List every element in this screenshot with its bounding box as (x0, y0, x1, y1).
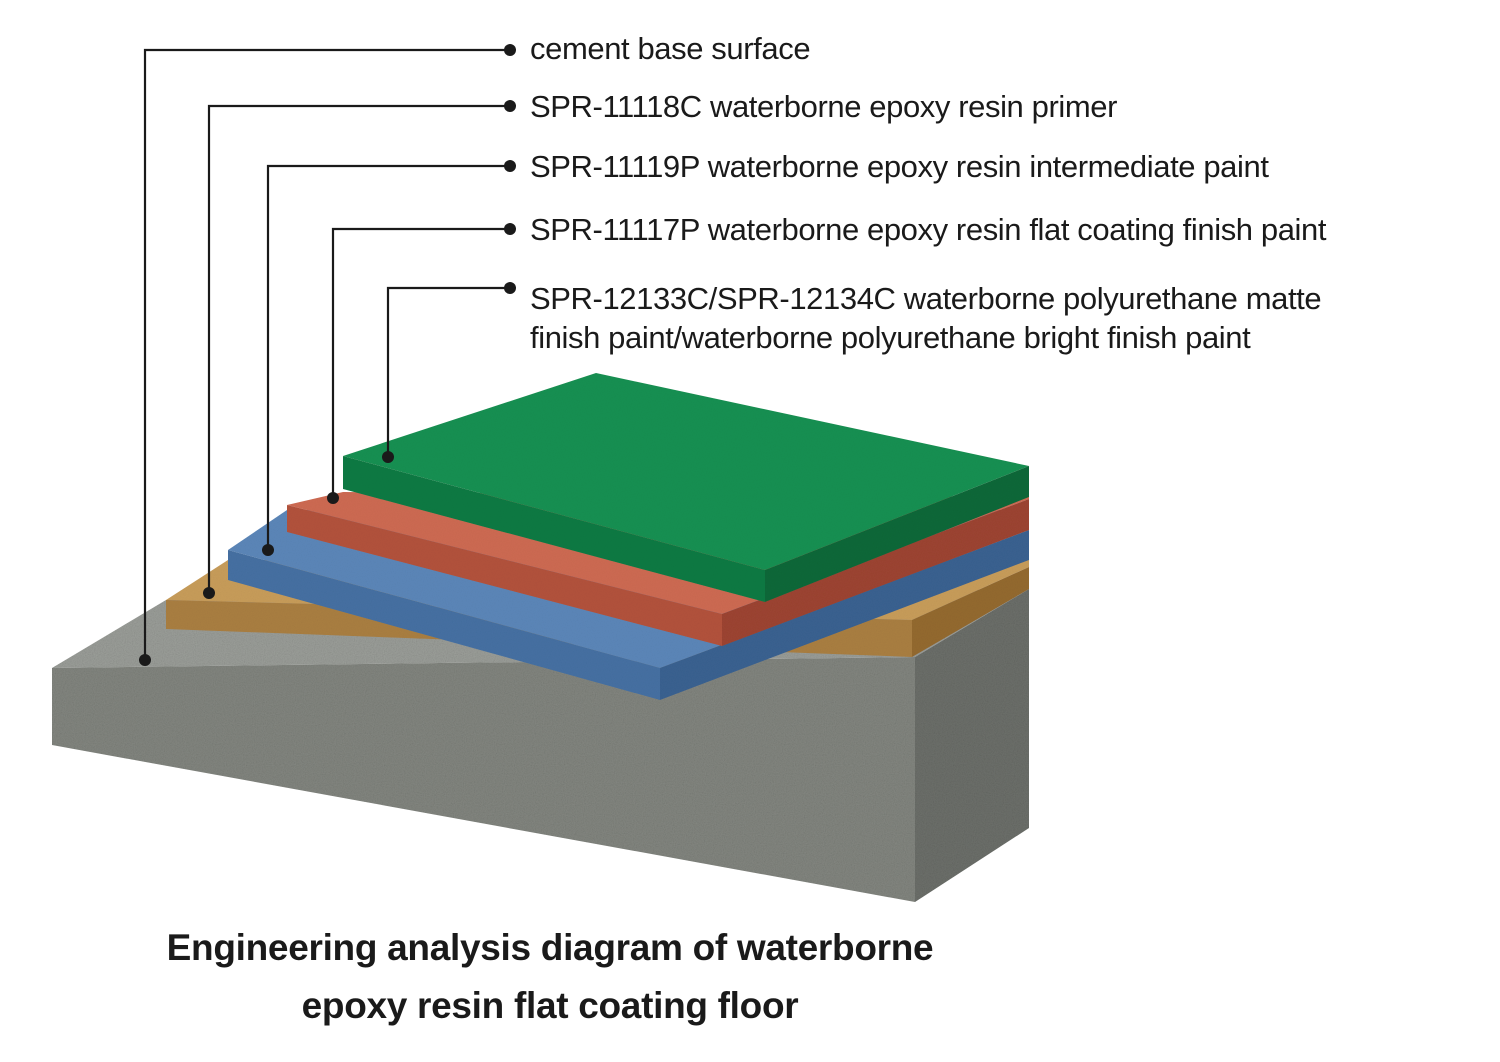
intermediate-side-face (660, 530, 1029, 700)
label-cement-base: cement base surface (530, 31, 811, 66)
leader-dot-primer-layer (203, 587, 215, 599)
leader-line-primer (207, 104, 510, 593)
diagram-title-line-2: epoxy resin flat coating floor (301, 985, 799, 1026)
concrete-side-face (915, 589, 1029, 902)
leader-dot-polyurethane-layer (382, 451, 394, 463)
polyurethane-side-face (765, 466, 1029, 602)
leader-line-polyurethane (386, 286, 510, 457)
leader-dot-finish-layer (327, 492, 339, 504)
label-intermediate-paint: SPR-11119P waterborne epoxy resin interm… (530, 149, 1269, 184)
leader-dot-finish-label (504, 223, 516, 235)
label-polyurethane-line-1: SPR-12133C/SPR-12134C waterborne polyure… (530, 281, 1322, 316)
concrete-front-face (52, 657, 915, 902)
leader-dot-intermediate-layer (262, 544, 274, 556)
leader-line-cement (143, 48, 510, 660)
leader-dot-cement-label (504, 44, 516, 56)
leader-line-finish (331, 227, 510, 498)
leader-dot-primer-label (504, 100, 516, 112)
leader-dot-cement-layer (139, 654, 151, 666)
diagram-title-line-1: Engineering analysis diagram of waterbor… (166, 927, 934, 968)
finish-side-face (722, 499, 1029, 646)
primer-side-face (912, 567, 1029, 657)
leader-dot-intermediate-label (504, 160, 516, 172)
polyurethane-top-face (343, 373, 1029, 570)
polyurethane-front-face (343, 456, 765, 602)
label-flat-finish-paint: SPR-11117P waterborne epoxy resin flat c… (530, 212, 1327, 247)
intermediate-front-face (228, 550, 660, 700)
leader-dot-polyurethane-label (504, 282, 516, 294)
finish-front-face (287, 505, 722, 646)
label-polyurethane-line-2: finish paint/waterborne polyurethane bri… (530, 320, 1251, 355)
polyurethane-layer-slab (343, 373, 1029, 602)
label-primer: SPR-11118C waterborne epoxy resin primer (530, 89, 1118, 124)
leader-line-intermediate (266, 164, 510, 550)
